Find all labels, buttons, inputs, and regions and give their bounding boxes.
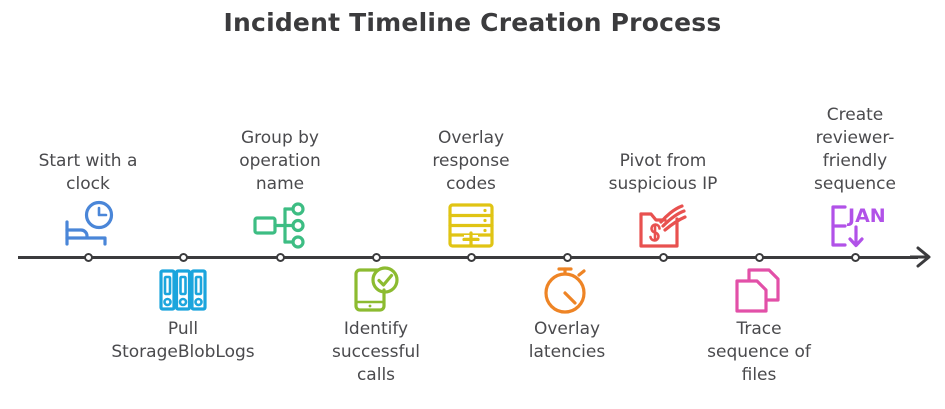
hand-money-box-icon	[639, 204, 687, 248]
milestone-label-5: Overlay response codes	[432, 128, 510, 194]
list-add-rows-icon	[448, 203, 494, 248]
milestone-6[interactable]: Overlay latencies	[487, 264, 647, 364]
milestone-1[interactable]: Start with a clock	[8, 150, 168, 252]
milestone-icon-wrap-2[interactable]	[103, 264, 263, 316]
timeline-node-2[interactable]	[178, 253, 188, 262]
milestone-7[interactable]: Pivot from suspicious IP	[583, 150, 743, 252]
timeline-node-7[interactable]	[658, 253, 668, 262]
timeline-node-8[interactable]	[754, 253, 764, 262]
bed-clock-icon	[65, 200, 114, 246]
page-title: Incident Timeline Creation Process	[223, 8, 722, 37]
milestone-icon-wrap-6[interactable]	[487, 264, 647, 316]
timeline-node-1[interactable]	[83, 253, 93, 262]
phone-check-icon	[354, 266, 399, 312]
milestone-4[interactable]: Identify successful calls	[296, 264, 456, 387]
documents-copy-icon	[735, 268, 780, 313]
milestone-icon-wrap-5[interactable]	[391, 200, 551, 252]
milestone-label-3: Group by operation name	[239, 128, 321, 194]
milestone-icon-wrap-1[interactable]	[8, 200, 168, 252]
milestone-label-1: Start with a clock	[38, 151, 138, 194]
milestone-label-9: Create reviewer- friendly sequence	[814, 105, 896, 194]
milestone-icon-wrap-9[interactable]: JAN	[775, 200, 935, 252]
milestone-icon-wrap-8[interactable]	[679, 264, 839, 316]
hierarchy-tree-icon	[253, 202, 305, 249]
timeline-node-5[interactable]	[466, 253, 476, 262]
milestone-5[interactable]: Overlay response codes	[391, 127, 551, 252]
binder-files-icon	[159, 269, 207, 311]
milestone-label-4: Identify successful calls	[332, 319, 420, 385]
milestone-label-6: Overlay latencies	[528, 319, 606, 362]
milestone-3[interactable]: Group by operation name	[200, 127, 360, 252]
milestone-label-7: Pivot from suspicious IP	[608, 151, 718, 194]
milestone-label-8: Trace sequence of files	[707, 319, 811, 385]
milestone-2[interactable]: Pull StorageBlobLogs	[103, 264, 263, 364]
calendar-jan-arrow-icon: JAN	[831, 205, 884, 248]
milestone-icon-wrap-3[interactable]	[200, 200, 360, 252]
timeline-node-9[interactable]	[850, 253, 860, 262]
milestone-8[interactable]: Trace sequence of files	[679, 264, 839, 387]
milestone-icon-wrap-4[interactable]	[296, 264, 456, 316]
svg-text:JAN: JAN	[846, 205, 884, 227]
timeline-node-4[interactable]	[371, 253, 381, 262]
stopwatch-icon	[544, 267, 586, 314]
milestone-icon-wrap-7[interactable]	[583, 200, 743, 252]
timeline-node-6[interactable]	[562, 253, 572, 262]
timeline-arrow-head	[910, 246, 931, 268]
timeline-node-3[interactable]	[275, 253, 285, 262]
milestone-label-2: Pull StorageBlobLogs	[111, 319, 255, 362]
